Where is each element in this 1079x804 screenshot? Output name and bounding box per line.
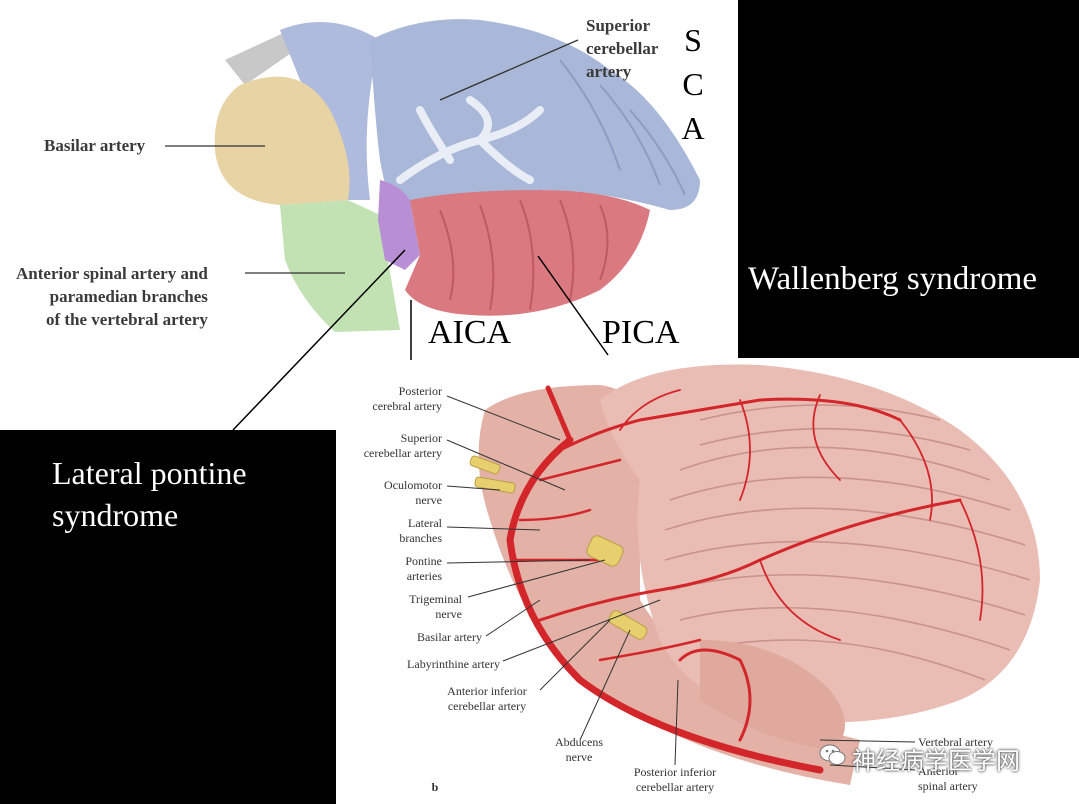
superior-cerebellar-artery-label: Superior cerebellar artery — [330, 431, 442, 461]
label-line: nerve — [415, 493, 442, 507]
label-line: cerebellar — [586, 39, 659, 58]
pica-diagonal-line — [537, 255, 609, 356]
aica-artery-label: Anterior inferior cerebellar artery — [425, 684, 549, 714]
panel-letter: b — [431, 780, 439, 794]
label-line: Oculomotor — [384, 478, 442, 492]
label-line: Superior — [400, 431, 442, 445]
label-line: arteries — [406, 569, 442, 583]
abducens-label: Abducens nerve — [534, 735, 624, 765]
basilar-region — [214, 76, 350, 206]
label-line: Anterior inferior — [447, 684, 527, 698]
pica-region — [405, 190, 650, 316]
arteries — [506, 385, 984, 774]
label-line: artery — [586, 62, 632, 81]
posterior-cerebral-label: Posterior cerebral artery — [340, 384, 442, 414]
sca-letter: A — [681, 110, 705, 146]
pica-artery-label: Posterior inferior cerebellar artery — [610, 765, 740, 795]
nerves — [469, 455, 648, 640]
pica-folia — [439, 199, 609, 311]
label-line: syndrome — [52, 496, 179, 533]
lateral-branches-label: Lateral branches — [350, 516, 442, 546]
sca-folia — [559, 59, 686, 196]
basilar-label: Basilar artery — [44, 136, 146, 155]
basilar-artery — [506, 436, 824, 774]
white-matter-tree — [396, 96, 544, 184]
label-line: of the vertebral artery — [45, 310, 208, 329]
cerebellum — [600, 364, 1040, 723]
pica-label: PICA — [602, 314, 680, 351]
aica-label: AICA — [428, 314, 512, 351]
anterior-spinal-label: Anterior spinal artery and paramedian br… — [16, 262, 208, 331]
label-line: cerebellar artery — [635, 780, 715, 794]
oculomotor-label: Oculomotor nerve — [350, 478, 442, 508]
anterior-spinal-region — [280, 200, 400, 332]
label-line: Trigeminal — [409, 592, 462, 606]
label-line: Lateral pontine — [52, 455, 247, 491]
superior-cerebellar-leader — [439, 39, 579, 101]
label-line: Posterior — [398, 384, 442, 398]
aica-region — [378, 180, 420, 270]
label-line: branches — [399, 531, 442, 545]
label-line: paramedian branches — [49, 287, 208, 306]
lateral-pontine-pointer — [232, 249, 406, 431]
label-line: Anterior — [918, 764, 959, 778]
lateral-pontine-label: Lateral pontine syndrome — [52, 453, 247, 536]
wechat-logo-icon — [818, 740, 848, 770]
trigeminal-label: Trigeminal nerve — [368, 592, 462, 622]
label-line: Anterior spinal artery and — [16, 264, 208, 283]
tonsil — [700, 640, 845, 750]
lateral-pontine-box — [0, 430, 336, 804]
label-line: Posterior inferior — [633, 765, 717, 779]
wallenberg-box — [738, 0, 1079, 358]
watermark-text: 神经病学医学网 — [852, 747, 1020, 775]
label-line: Abducens — [555, 735, 603, 749]
label-line: cerebral artery — [372, 399, 442, 413]
labyrinthine-label: Labyrinthine artery — [407, 657, 500, 671]
anterior-spinal-artery-label: Anterior spinal artery — [918, 764, 1028, 794]
label-line: Pontine — [405, 554, 442, 568]
sca-letter: S — [684, 22, 702, 58]
label-line: nerve — [565, 750, 593, 764]
label-line: cerebellar artery — [363, 446, 442, 460]
sca-letter: C — [682, 66, 704, 102]
oculomotor-nerve-upper — [469, 455, 501, 475]
basilar-artery-label: Basilar artery — [417, 630, 482, 644]
label-line: Superior — [586, 16, 651, 35]
vertebral-label: Vertebral artery — [918, 735, 993, 749]
brainstem — [478, 385, 860, 785]
label-line: nerve — [435, 607, 462, 621]
abducens-nerve — [608, 610, 648, 640]
label-line: cerebellar artery — [447, 699, 527, 713]
label-line: spinal artery — [918, 779, 978, 793]
bottom-leaders — [446, 395, 916, 771]
label-line: Lateral — [408, 516, 442, 530]
superior-cerebellar-label: Superior cerebellar artery — [586, 14, 658, 83]
pontine-arteries-label: Pontine arteries — [350, 554, 442, 584]
sca-vertical-label: S C A — [673, 18, 713, 150]
wallenberg-label: Wallenberg syndrome — [748, 261, 1038, 297]
